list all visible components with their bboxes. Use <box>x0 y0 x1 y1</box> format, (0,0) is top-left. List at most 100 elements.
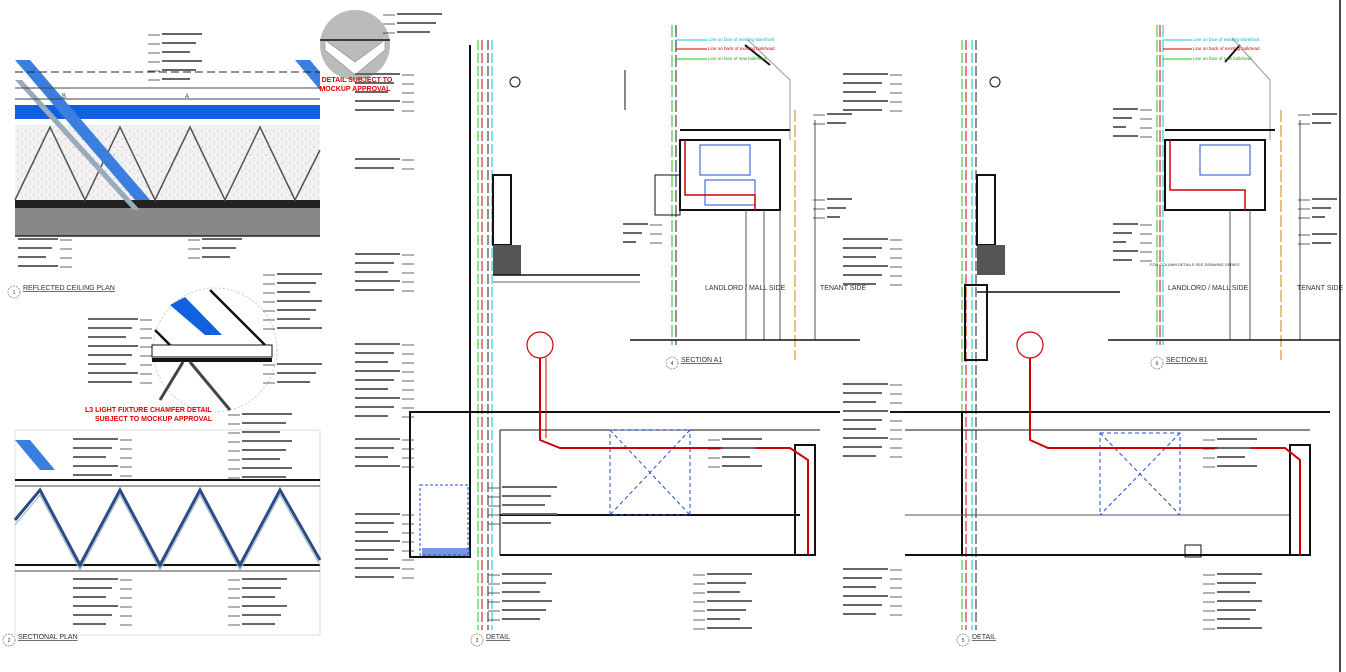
annotation-text <box>73 596 106 598</box>
annotation-text <box>1217 618 1250 620</box>
annotation-text <box>73 465 118 467</box>
reflected-ceiling-plan: B A <box>14 60 321 237</box>
view-title: SECTIONAL PLAN <box>18 634 78 641</box>
annotation-text <box>502 609 546 611</box>
annotation-text <box>242 578 287 580</box>
annotation-text <box>843 73 888 75</box>
annotation-text <box>73 578 118 580</box>
annotation-text <box>1113 241 1126 243</box>
annotation-text <box>1113 108 1138 110</box>
annotation-text <box>73 474 112 476</box>
view-number: 5 <box>962 638 965 644</box>
annotation-text <box>843 595 888 597</box>
sectional-plan <box>13 429 322 636</box>
annotation-text <box>1113 117 1132 119</box>
annotation-text <box>162 51 190 53</box>
annotation-text <box>242 596 275 598</box>
annotation-text <box>355 397 400 399</box>
annotation-text <box>277 372 316 374</box>
line-legend-a1: Line on face of existing storefront Line… <box>676 37 775 61</box>
annotation-text <box>355 262 394 264</box>
annotation-text <box>502 582 546 584</box>
annotation-text <box>355 91 388 93</box>
annotation-text <box>843 392 882 394</box>
annotation-text <box>843 247 882 249</box>
annotation-text <box>722 456 750 458</box>
annotation-text <box>355 513 400 515</box>
annotation-text <box>277 327 322 329</box>
annotation-text <box>843 446 882 448</box>
annotation-text <box>1217 600 1262 602</box>
annotation-text <box>88 381 132 383</box>
annotation-text <box>1113 232 1132 234</box>
annotation-text <box>73 456 106 458</box>
callout-b: B <box>62 94 66 100</box>
annotation-text <box>355 465 400 467</box>
annotation-text <box>502 591 540 593</box>
annotation-text <box>502 513 557 515</box>
view-title: DETAIL <box>486 634 510 641</box>
annotation-text <box>355 73 400 75</box>
annotation-text <box>1217 609 1256 611</box>
annotation-text <box>73 438 118 440</box>
annotation-text <box>722 465 762 467</box>
annotation-text <box>843 100 888 102</box>
landlord-side-label-a1: LANDLORD / MALL SIDE <box>705 285 786 292</box>
section-b1: FOR COLUMN DETAILS SEE DRAWING SERIES LA… <box>1108 25 1343 360</box>
annotation-text <box>355 388 388 390</box>
annotation-text <box>1312 242 1331 244</box>
annotation-text <box>1312 198 1337 200</box>
view-title: SECTION B1 <box>1166 357 1208 364</box>
annotation-text <box>827 113 852 115</box>
annotation-text <box>843 265 888 267</box>
annotation-text <box>277 282 316 284</box>
annotation-text <box>1217 627 1262 629</box>
annotation-text <box>1217 591 1250 593</box>
annotation-text <box>1312 233 1337 235</box>
annotation-text <box>1312 216 1325 218</box>
annotation-text <box>355 109 394 111</box>
annotation-text <box>502 522 551 524</box>
view-number: 3 <box>476 638 479 644</box>
annotation-text <box>1312 207 1331 209</box>
annotation-text <box>502 600 552 602</box>
annotation-text <box>1217 465 1257 467</box>
view-title-1: 1 REFLECTED CEILING PLAN <box>7 285 115 299</box>
detail-5 <box>890 40 1330 630</box>
annotation-text <box>707 573 752 575</box>
annotation-text <box>355 447 394 449</box>
annotation-text <box>162 69 196 71</box>
annotation-text <box>162 42 196 44</box>
chamfer-note-line1: L3 LIGHT FIXTURE CHAMFER DETAIL <box>85 407 212 414</box>
annotation-text <box>1217 582 1256 584</box>
annotation-text <box>843 604 882 606</box>
annotation-text <box>355 456 388 458</box>
annotation-text <box>18 238 58 240</box>
annotation-text <box>502 618 540 620</box>
legend-existing-bulkhead: Line on back of existing bulkhead <box>708 46 775 51</box>
annotation-text <box>88 354 132 356</box>
annotation-text <box>355 558 388 560</box>
annotation-text <box>277 273 322 275</box>
annotation-text <box>623 223 648 225</box>
annotation-text <box>242 422 286 424</box>
annotation-text <box>277 381 310 383</box>
column-note: FOR COLUMN DETAILS SEE DRAWING SERIES <box>1150 262 1240 267</box>
annotation-text <box>1113 259 1132 261</box>
annotation-text <box>355 100 400 102</box>
annotation-leaders <box>18 13 1337 630</box>
annotation-text <box>73 614 112 616</box>
annotation-text <box>502 486 557 488</box>
detail-3 <box>409 40 840 630</box>
annotation-text <box>242 605 287 607</box>
annotation-text <box>242 467 292 469</box>
annotation-text <box>843 586 876 588</box>
view-number: 4 <box>671 361 674 367</box>
annotation-text <box>843 91 876 93</box>
line-legend-b1: Line on face of existing storefront Line… <box>1163 37 1260 61</box>
annotation-text <box>843 109 882 111</box>
annotation-text <box>73 447 112 449</box>
annotation-text <box>827 198 852 200</box>
annotation-text <box>1217 438 1257 440</box>
